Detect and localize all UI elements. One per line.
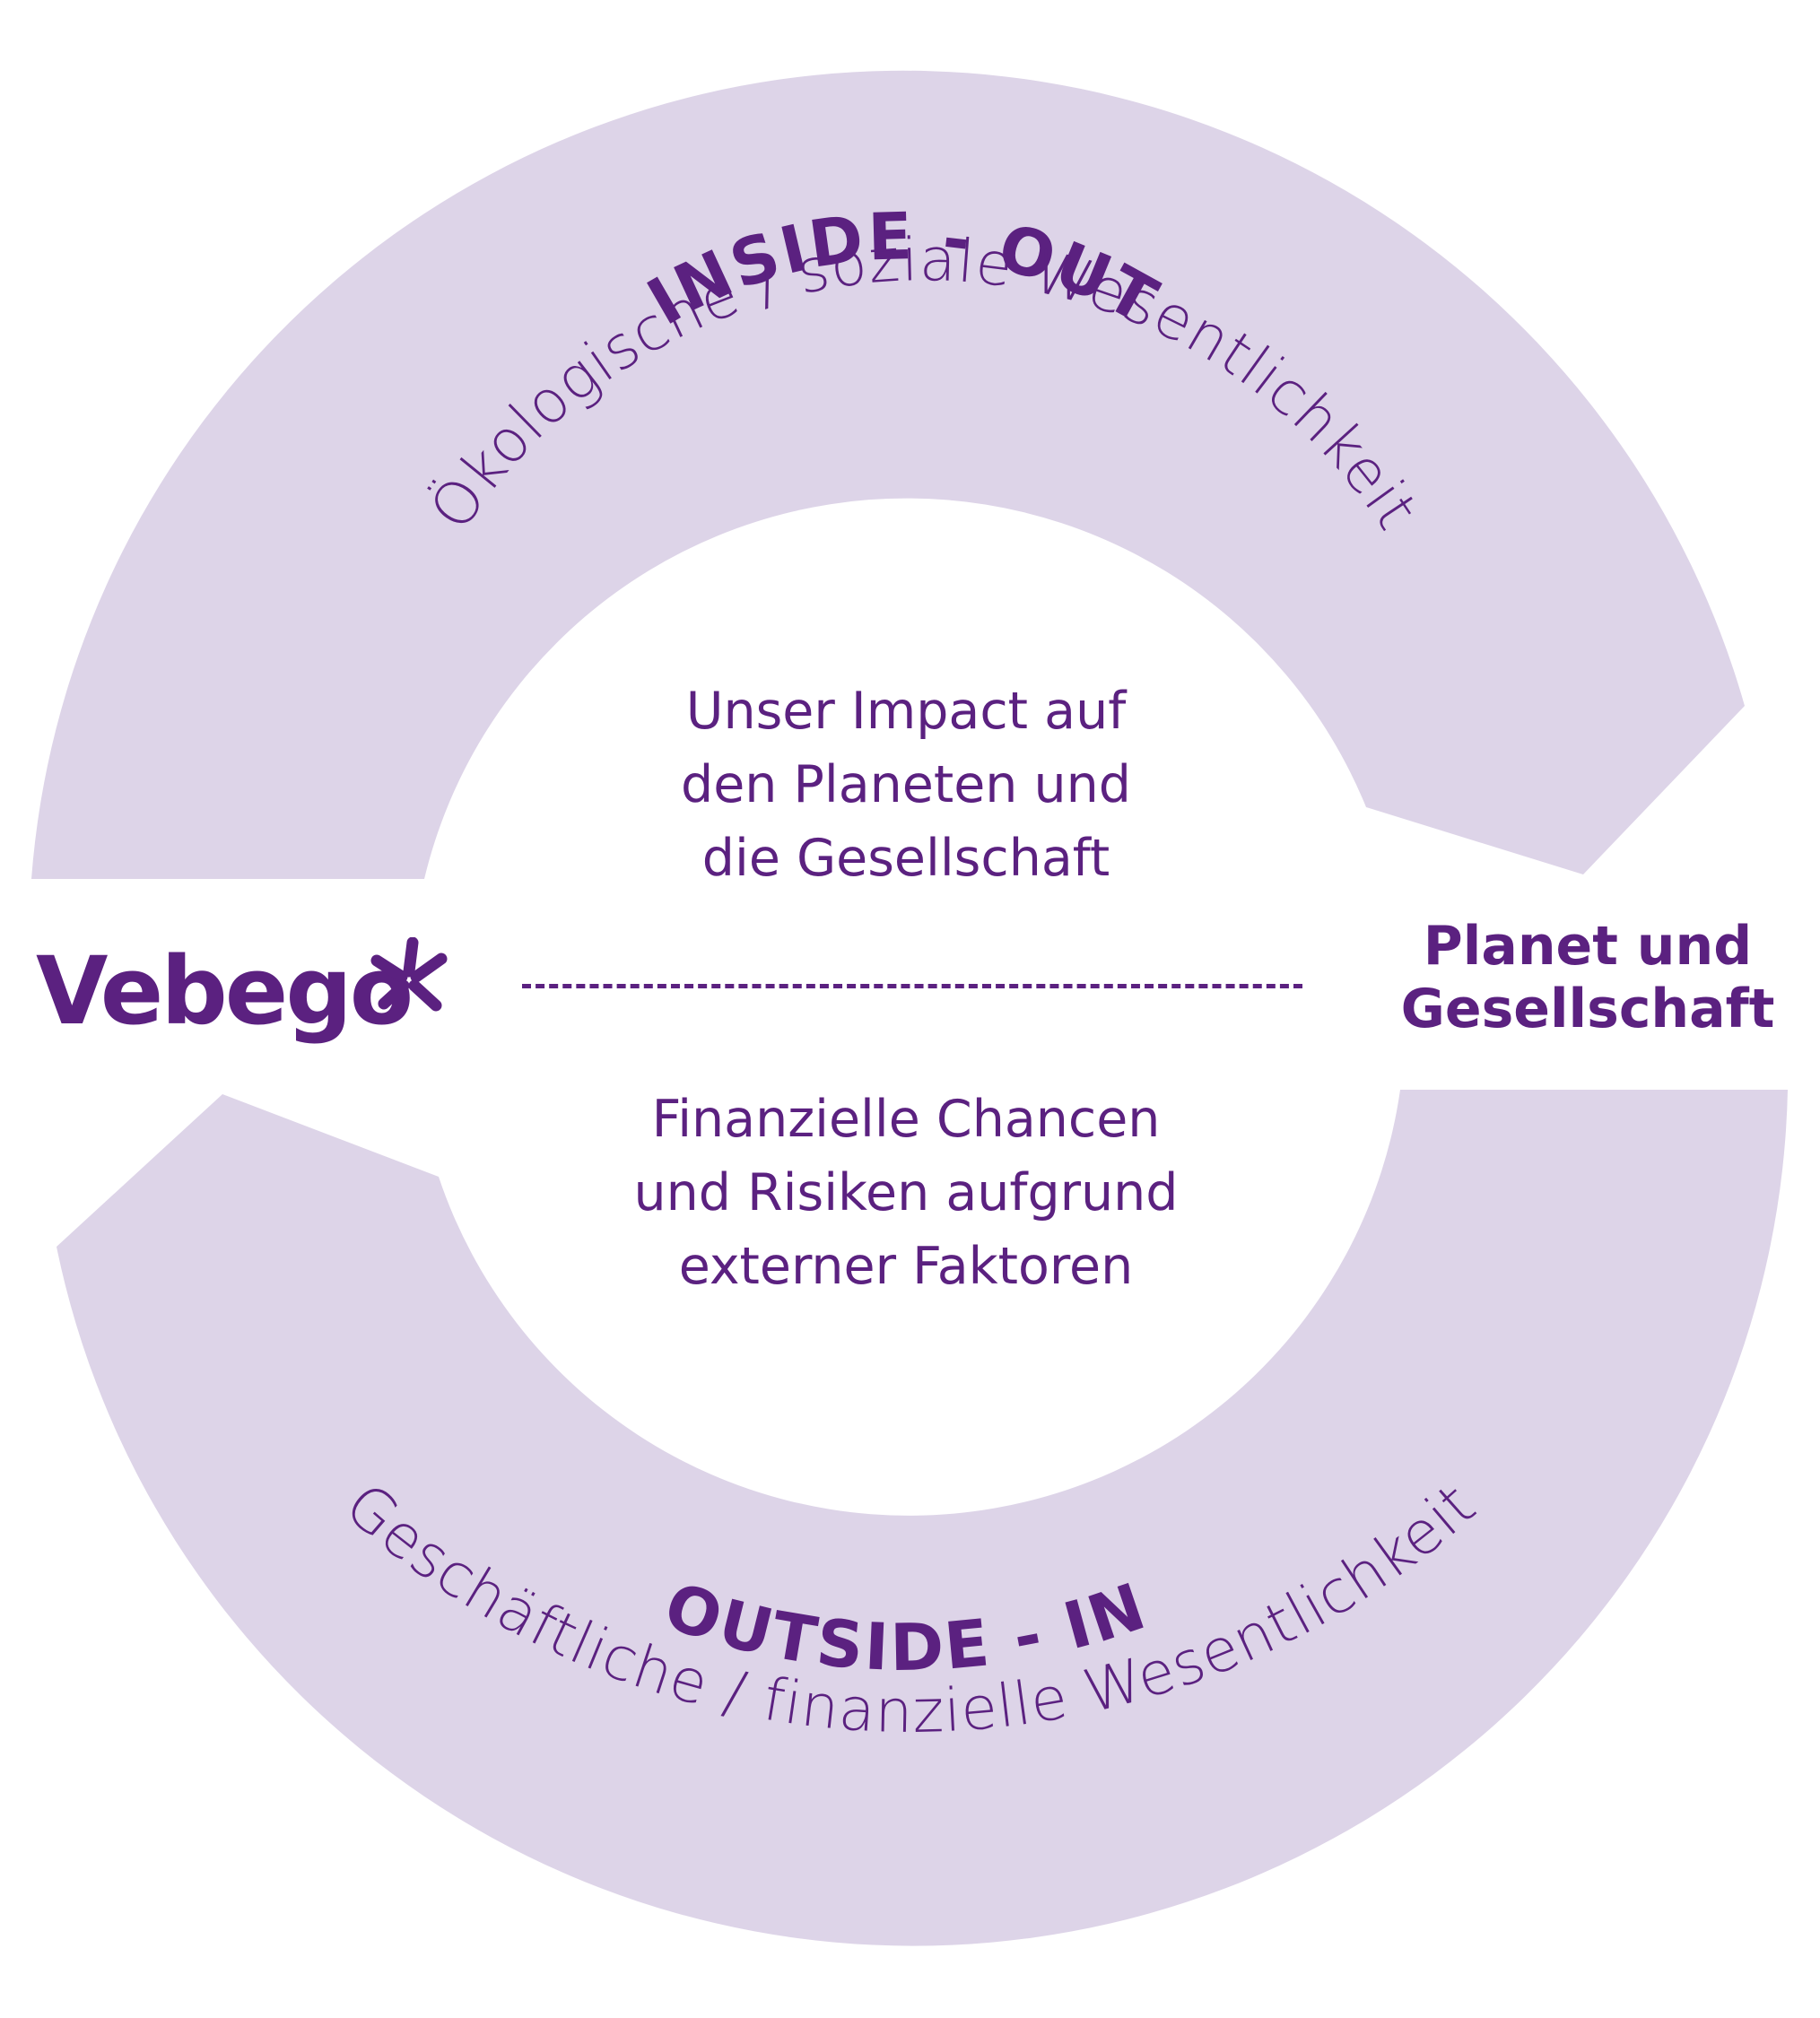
planet-society-label: Planet und Gesellschaft bbox=[1399, 915, 1776, 1040]
outside-in-ring-segment bbox=[57, 1090, 1788, 1946]
vebego-logo: Vebego bbox=[36, 928, 448, 1054]
financial-line-1: Finanzielle Chancen bbox=[651, 1090, 1161, 1149]
planet-label-line-1: Planet und bbox=[1423, 915, 1753, 978]
dashed-divider bbox=[522, 984, 1302, 988]
impact-line-2: den Planeten und bbox=[681, 755, 1131, 814]
vebego-star-logo-icon bbox=[370, 937, 448, 1012]
financial-line-3: externer Faktoren bbox=[678, 1237, 1134, 1296]
financial-line-2: und Risiken aufgrund bbox=[633, 1163, 1179, 1222]
inside-out-ring-segment bbox=[31, 70, 1745, 880]
impact-line-3: die Gesellschaft bbox=[701, 829, 1110, 888]
vebego-logo-wordmark: Vebego bbox=[36, 936, 414, 1046]
impact-line-1: Unser Impact auf bbox=[685, 682, 1127, 741]
planet-label-line-2: Gesellschaft bbox=[1400, 978, 1775, 1040]
impact-description: Unser Impact auf den Planeten und die Ge… bbox=[502, 674, 1310, 895]
financial-description: Finanzielle Chancen und Risiken aufgrund… bbox=[502, 1083, 1310, 1303]
